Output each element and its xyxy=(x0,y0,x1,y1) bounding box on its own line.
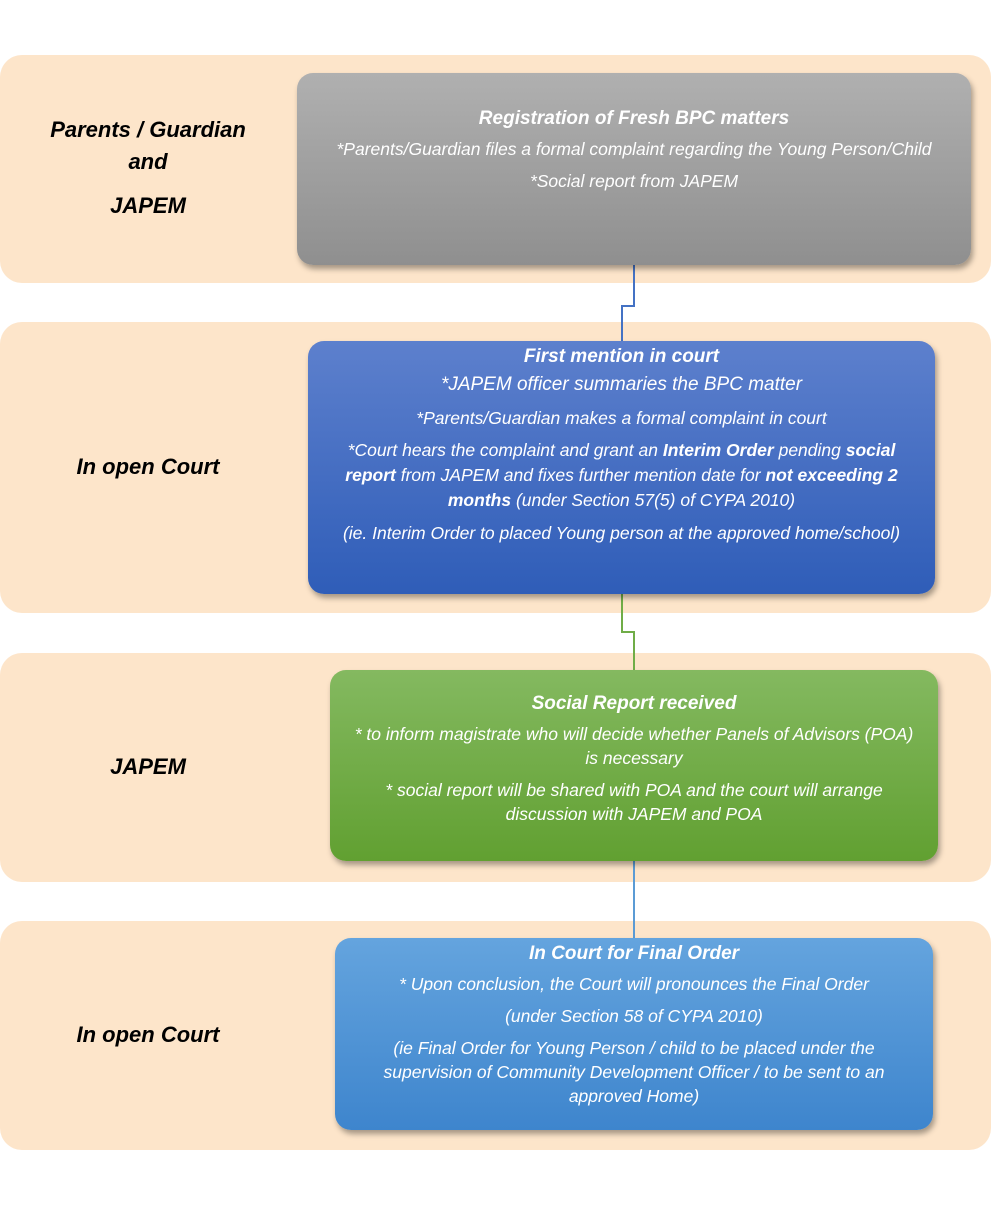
step-note: (ie. Interim Order to placed Young perso… xyxy=(342,523,901,543)
connector-2-lower xyxy=(633,631,635,670)
lane-label-line: Parents / Guardian xyxy=(50,117,246,142)
step-line: *Parents/Guardian files a formal complai… xyxy=(336,139,932,159)
connector-1 xyxy=(633,265,635,306)
step-line: *JAPEM officer summaries the BPC matter xyxy=(440,374,803,395)
connector-2 xyxy=(621,594,623,633)
connector-1-lower xyxy=(621,305,623,341)
lane-label-line: JAPEM xyxy=(110,193,186,218)
text-run-bold: Interim Order xyxy=(662,440,774,460)
step-line: *Parents/Guardian makes a formal complai… xyxy=(416,408,827,428)
text-run-bold: social report xyxy=(345,440,896,485)
step-line: (under Section 58 of CYPA 2010) xyxy=(505,1006,763,1026)
text-run-bold: not exceeding 2 months xyxy=(447,465,898,510)
lane-label-open-court-1: In open Court xyxy=(76,454,220,479)
connector-3 xyxy=(633,861,635,938)
text-run: from JAPEM and fixes further mention dat… xyxy=(395,465,766,485)
lane-label-japem: JAPEM xyxy=(110,754,186,779)
step-line: * social report will be shared with POA … xyxy=(385,780,883,824)
step-first-mention: First mention in court *JAPEM officer su… xyxy=(308,341,935,594)
step-line: * Upon conclusion, the Court will pronou… xyxy=(399,974,869,994)
step-title: First mention in court xyxy=(523,346,720,367)
lane-label-open-court-2: In open Court xyxy=(76,1022,220,1047)
step-line: *Social report from JAPEM xyxy=(529,171,739,191)
text-run: pending xyxy=(773,440,846,460)
step-title: Social Report received xyxy=(531,693,737,714)
step-title: Registration of Fresh BPC matters xyxy=(478,108,790,129)
step-line: * to inform magistrate who will decide w… xyxy=(354,724,914,768)
text-run: (under Section 57(5) of CYPA 2010) xyxy=(511,490,796,510)
lane-label-line: and xyxy=(128,149,168,174)
text-run: *Court hears the complaint and grant an xyxy=(347,440,663,460)
step-line-rich: *Court hears the complaint and grant an … xyxy=(326,438,917,513)
step-line: (ie Final Order for Young Person / child… xyxy=(383,1038,885,1106)
step-registration: Registration of Fresh BPC matters *Paren… xyxy=(297,73,971,265)
lane-label-parents-japem: Parents / Guardian and JAPEM xyxy=(20,114,276,222)
connector-1-jog xyxy=(621,305,635,307)
step-title: In Court for Final Order xyxy=(528,943,740,964)
step-final-order: In Court for Final Order * Upon conclusi… xyxy=(335,938,933,1130)
step-social-report: Social Report received * to inform magis… xyxy=(330,670,938,861)
connector-2-jog xyxy=(621,631,635,633)
